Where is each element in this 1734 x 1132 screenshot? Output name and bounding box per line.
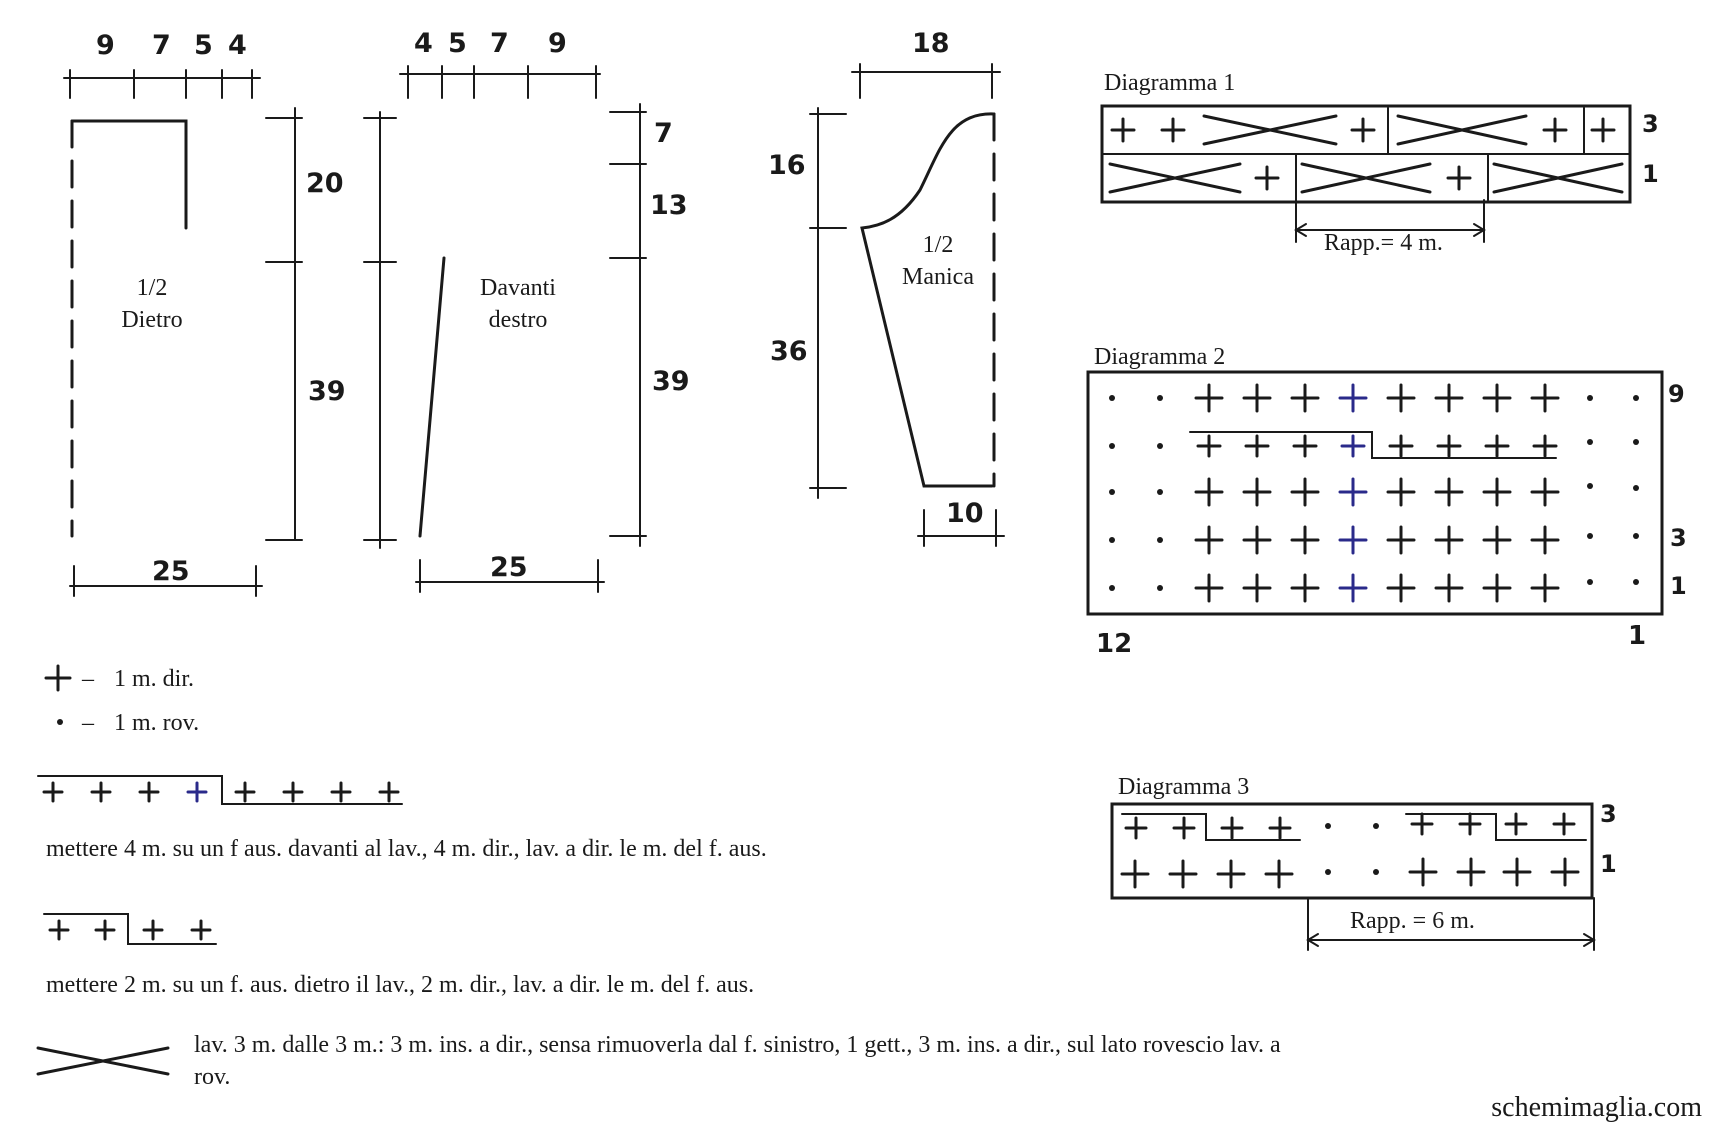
- back-height-top: 20: [306, 168, 344, 199]
- sleeve-top-width: 18: [912, 28, 950, 59]
- legend-cross-line1: lav. 3 m. dalle 3 m.: 3 m. ins. a dir., …: [194, 1032, 1281, 1058]
- diagram-1-row-1: 1: [1642, 160, 1659, 188]
- back-top-width-1: 9: [96, 30, 115, 61]
- legend-cable4-stitches: [42, 781, 400, 803]
- diagram-1-repeat: Rapp.= 4 m.: [1324, 230, 1443, 256]
- diagram-1-grid: [1100, 104, 1632, 243]
- diagram-3-stitches: [1120, 812, 1580, 889]
- back-label-line1: 1/2: [137, 275, 168, 301]
- back-top-width-3: 5: [194, 30, 213, 61]
- diagram-3-repeat: Rapp. = 6 m.: [1350, 908, 1475, 934]
- sleeve-height-bottom: 36: [770, 336, 808, 367]
- diagram-2-grid: [1086, 370, 1664, 616]
- diagram-3-grid: [1110, 802, 1596, 951]
- legend-cable2-stitches: [48, 919, 212, 941]
- diagram-2-col-left: 12: [1096, 629, 1132, 659]
- back-bottom-width: 25: [152, 556, 190, 587]
- front-top-width-2: 5: [448, 28, 467, 59]
- legend-cable2-text: mettere 2 m. su un f. aus. dietro il lav…: [46, 972, 754, 998]
- legend-purl-dash: –: [81, 710, 95, 736]
- sleeve-height-top: 16: [768, 150, 806, 181]
- diagram-2-row-3: 3: [1670, 524, 1687, 552]
- legend-knit-dash: –: [81, 666, 95, 692]
- back-top-width-4: 4: [228, 30, 247, 61]
- front-height-a: 7: [654, 118, 673, 149]
- diagram-2-col-right: 1: [1628, 621, 1646, 651]
- back-top-width-2: 7: [152, 30, 171, 61]
- back-height-bottom: 39: [308, 376, 346, 407]
- sleeve-label-line1: 1/2: [923, 232, 954, 258]
- front-height-c: 39: [652, 366, 690, 397]
- legend-symbols: [36, 664, 403, 1076]
- diagram-2-row-9: 9: [1668, 380, 1685, 408]
- stitch-symbols: [42, 117, 1639, 941]
- diagram-1-title: Diagramma 1: [1104, 70, 1235, 96]
- front-top-width-3: 7: [490, 28, 509, 59]
- front-top-width-4: 9: [548, 28, 567, 59]
- diagram-3-row-1: 1: [1600, 850, 1617, 878]
- diagram-3-title: Diagramma 3: [1118, 774, 1249, 800]
- sleeve-piece: [809, 63, 1005, 547]
- front-piece: [363, 65, 647, 593]
- back-piece: [63, 69, 303, 597]
- diagram-3-row-3: 3: [1600, 800, 1617, 828]
- diagram-2-row-1: 1: [1670, 572, 1687, 600]
- front-label-line2: destro: [489, 307, 548, 333]
- diagram-2-stitches: [1109, 383, 1639, 603]
- legend-cable4-text: mettere 4 m. su un f aus. davanti al lav…: [46, 836, 767, 862]
- legend-knit-text: 1 m. dir.: [114, 666, 194, 692]
- back-label-line2: Dietro: [121, 307, 182, 333]
- front-top-width-1: 4: [414, 28, 433, 59]
- front-bottom-width: 25: [490, 552, 528, 583]
- front-label-line1: Davanti: [480, 275, 556, 301]
- diagram-2-title: Diagramma 2: [1094, 344, 1225, 370]
- front-height-b: 13: [650, 190, 688, 221]
- legend-purl-text: 1 m. rov.: [114, 710, 199, 736]
- watermark: schemimaglia.com: [1491, 1092, 1702, 1123]
- legend-cross-line2: rov.: [194, 1064, 230, 1090]
- diagram-1-row-3: 3: [1642, 110, 1659, 138]
- sleeve-label-line2: Manica: [902, 264, 974, 290]
- sleeve-bottom-width: 10: [946, 498, 984, 529]
